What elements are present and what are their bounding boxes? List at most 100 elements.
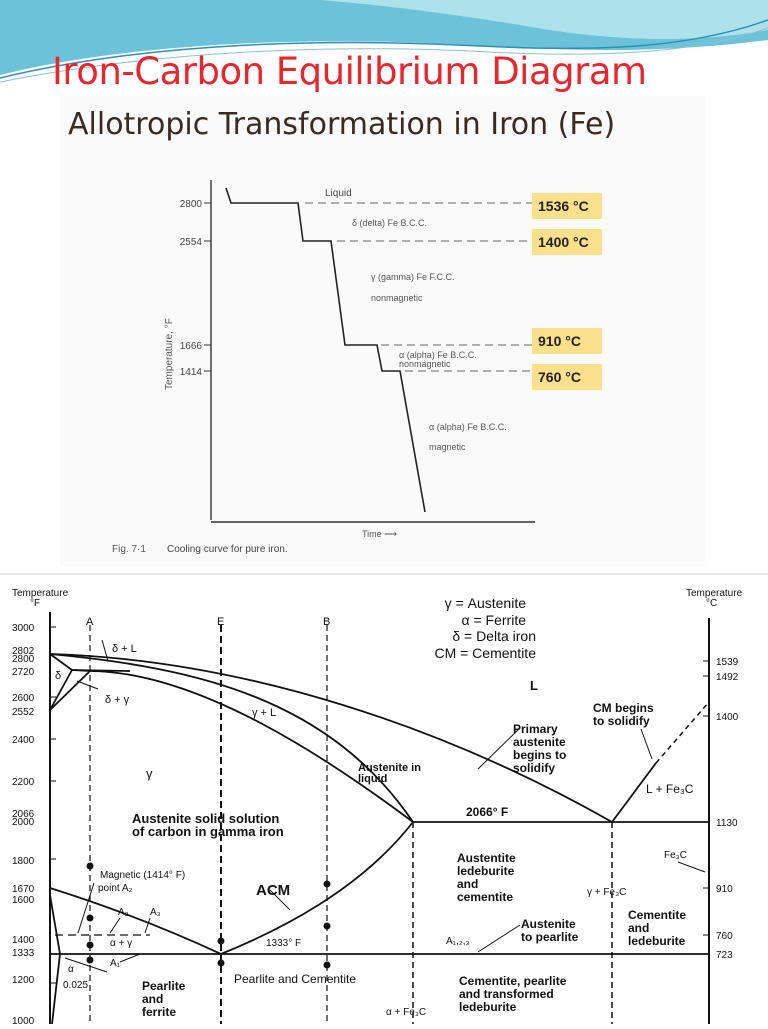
label-primary-3: begins to bbox=[513, 748, 566, 762]
region-gamma-fe3c: γ + Fe₃C bbox=[587, 887, 626, 898]
label-fe3c: Fe₃C bbox=[664, 850, 687, 861]
label-a123: A₁,₂,₃ bbox=[446, 936, 470, 947]
left-axis-unit: °F bbox=[30, 598, 40, 609]
region-gamma: γ bbox=[146, 766, 153, 781]
badge-1536c: 1536 °C bbox=[532, 193, 602, 219]
region-pearlite-ferrite-2: and bbox=[142, 992, 163, 1006]
left-tick-2000: 2000 bbox=[12, 817, 35, 828]
left-tick-1200: 1200 bbox=[12, 975, 35, 986]
label-primary-2: austenite bbox=[513, 735, 566, 749]
label-alpha-nonmag: α (alpha) Fe B.C.C. bbox=[399, 350, 477, 360]
region-aus-led-4: cementite bbox=[457, 890, 513, 904]
label-cm-begins-2: to solidify bbox=[593, 714, 650, 728]
legend-ferrite: α = Ferrite bbox=[462, 612, 527, 628]
right-tick-1400: 1400 bbox=[716, 712, 739, 723]
right-tick-1492: 1492 bbox=[716, 672, 739, 683]
region-delta-l: δ + L bbox=[112, 643, 137, 655]
region-cem-led-2: and bbox=[628, 921, 649, 935]
label-liquid: Liquid bbox=[325, 188, 352, 199]
label-magnetic-2: point A₂ bbox=[98, 883, 133, 894]
region-delta-gamma: δ + γ bbox=[105, 694, 130, 706]
caption-text: Cooling curve for pure iron. bbox=[167, 544, 288, 555]
label-solid-solution-1: Austenite solid solution bbox=[132, 811, 279, 826]
left-tick-2720: 2720 bbox=[12, 667, 35, 678]
label-austenite-in-liquid-1: Austenite in bbox=[358, 762, 421, 774]
label-1333f: 1333° F bbox=[266, 938, 301, 949]
line-label-a: A bbox=[86, 616, 94, 628]
cooling-curve-chart: 2800 2554 1666 1414 Temperature, °F Liqu… bbox=[112, 180, 535, 555]
label-magnetic-1: Magnetic (1414° F) bbox=[100, 870, 185, 881]
iron-carbon-phase-diagram: Temperature °F Temperature °C 3000 2802 … bbox=[12, 588, 743, 1027]
left-tick-2800: 2800 bbox=[12, 654, 35, 665]
caption-fig-number: Fig. 7·1 bbox=[112, 544, 146, 555]
left-tick-1333: 1333 bbox=[12, 948, 35, 959]
label-alpha-mag: α (alpha) Fe B.C.C. bbox=[429, 422, 507, 432]
label-delta-fe: δ (delta) Fe B.C.C. bbox=[352, 218, 427, 228]
legend-cementite: CM = Cementite bbox=[434, 645, 536, 661]
cooling-curve-line bbox=[225, 187, 426, 513]
label-aus-pearlite-2: to pearlite bbox=[521, 930, 579, 944]
region-delta: δ bbox=[55, 670, 61, 682]
region-aus-led-1: Austentite bbox=[457, 851, 516, 865]
y-tick-1414: 1414 bbox=[180, 367, 203, 378]
right-tick-760: 760 bbox=[716, 931, 733, 942]
region-cem-led-1: Cementite bbox=[628, 908, 686, 922]
section-divider bbox=[0, 573, 768, 575]
label-austenite-in-liquid-2: liquid bbox=[358, 773, 387, 785]
legend-delta-iron: δ = Delta iron bbox=[452, 628, 536, 644]
region-gamma-l: γ + L bbox=[252, 707, 276, 719]
label-acm: ACM bbox=[256, 882, 290, 899]
badge-910c: 910 °C bbox=[532, 328, 602, 354]
label-aus-pearlite-1: Austenite bbox=[521, 917, 576, 931]
region-cpt-1: Cementite, pearlite bbox=[459, 974, 567, 988]
left-tick-1000: 1000 bbox=[12, 1016, 35, 1024]
region-liquid: L bbox=[530, 678, 538, 693]
label-solid-solution-2: of carbon in gamma iron bbox=[132, 824, 284, 839]
left-tick-2600: 2600 bbox=[12, 693, 35, 704]
left-tick-3000: 3000 bbox=[12, 623, 35, 634]
badge-760c: 760 °C bbox=[532, 364, 602, 390]
right-tick-1539: 1539 bbox=[716, 657, 739, 668]
label-2066f: 2066° F bbox=[466, 805, 508, 819]
region-pearlite-ferrite-1: Pearlite bbox=[142, 979, 186, 993]
region-aus-led-2: ledeburite bbox=[457, 864, 515, 878]
left-tick-2400: 2400 bbox=[12, 735, 35, 746]
right-tick-723: 723 bbox=[716, 950, 733, 961]
left-tick-2552: 2552 bbox=[12, 707, 35, 718]
x-axis-label: Time ⟶ bbox=[362, 529, 397, 539]
region-cpt-2: and transformed bbox=[459, 987, 554, 1001]
label-primary-1: Primary bbox=[513, 722, 558, 736]
y-tick-2554: 2554 bbox=[180, 237, 203, 248]
region-pearlite-cementite: Pearlite and Cementite bbox=[234, 972, 356, 986]
left-tick-1800: 1800 bbox=[12, 856, 35, 867]
slide-title: Iron-Carbon Equilibrium Diagram bbox=[52, 50, 647, 93]
label-a3: A₃ bbox=[150, 907, 161, 918]
left-tick-1400: 1400 bbox=[12, 935, 35, 946]
line-label-b: B bbox=[323, 616, 330, 628]
label-a1: A₁ bbox=[110, 958, 121, 969]
badge-1400c: 1400 °C bbox=[532, 229, 602, 255]
slide-top-section: Iron-Carbon Equilibrium Diagram Allotrop… bbox=[0, 0, 768, 555]
y-tick-1666: 1666 bbox=[180, 341, 203, 352]
label-0025: 0.025 bbox=[63, 980, 88, 991]
region-aus-led-3: and bbox=[457, 877, 478, 891]
slide-subtitle: Allotropic Transformation in Iron (Fe) bbox=[68, 107, 616, 142]
phase-diagram-section: Temperature °F Temperature °C 3000 2802 … bbox=[0, 575, 768, 1027]
y-axis-label: Temperature, °F bbox=[164, 318, 175, 390]
right-axis-unit: °C bbox=[706, 598, 717, 609]
left-tick-2066: 2066 bbox=[12, 809, 35, 820]
label-gamma-note: nonmagnetic bbox=[371, 293, 423, 303]
right-tick-1130: 1130 bbox=[716, 818, 738, 829]
region-pearlite-ferrite-3: ferrite bbox=[142, 1005, 176, 1019]
line-label-e: E bbox=[217, 616, 224, 628]
region-alpha: α bbox=[68, 964, 74, 975]
legend-austenite: γ = Austenite bbox=[445, 595, 527, 611]
left-tick-2200: 2200 bbox=[12, 777, 35, 788]
region-cem-led-3: ledeburite bbox=[628, 934, 686, 948]
region-cpt-3: ledeburite bbox=[459, 1000, 517, 1014]
label-alpha-nonmag-note: nonmagnetic bbox=[399, 359, 451, 369]
label-alpha-mag-note: magnetic bbox=[429, 442, 466, 452]
right-tick-910: 910 bbox=[716, 884, 733, 895]
right-axis-title: Temperature bbox=[686, 588, 743, 599]
label-primary-4: solidify bbox=[513, 761, 555, 775]
